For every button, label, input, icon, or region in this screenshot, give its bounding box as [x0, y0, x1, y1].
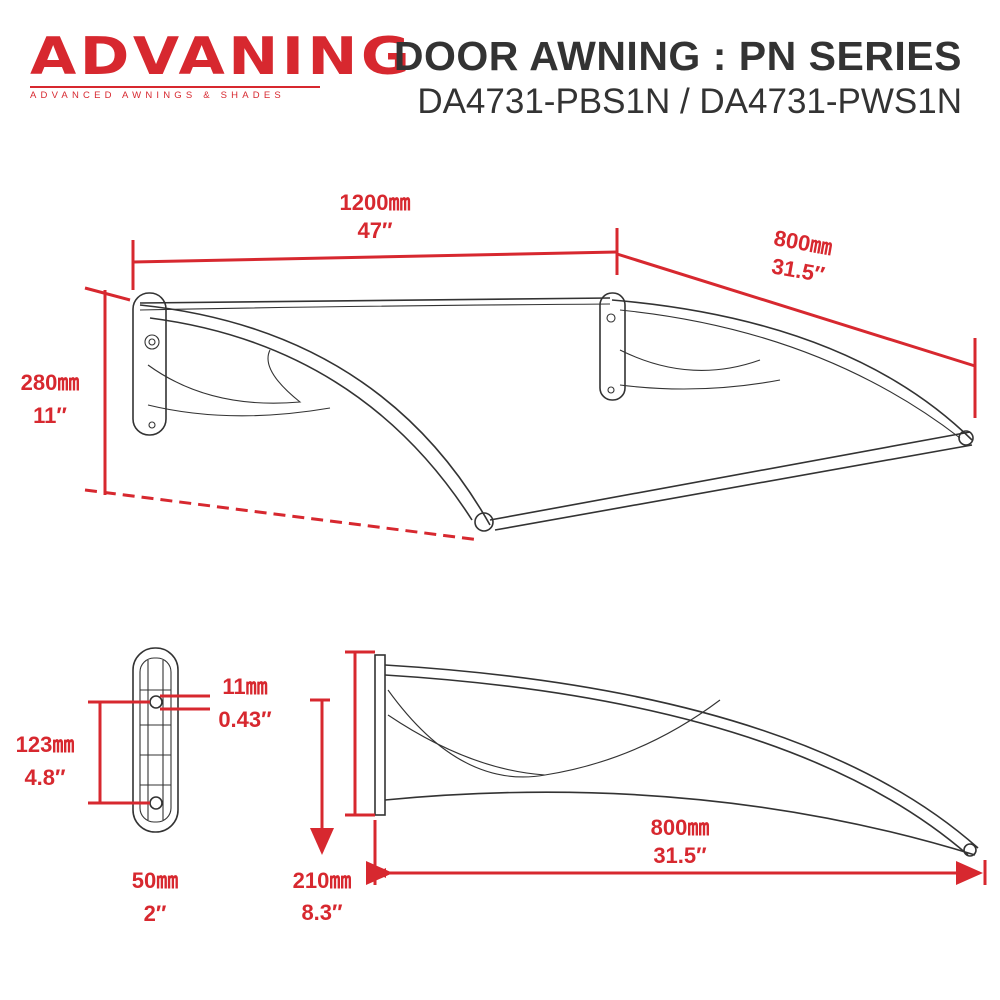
- bracket-height-metric-label: 210㎜: [293, 868, 352, 893]
- projection-side-imperial-label: 31.5″: [653, 843, 707, 868]
- hole-diameter-imperial-label: 0.43″: [218, 707, 272, 732]
- top-rail: [139, 297, 611, 304]
- left-wall-plate: [132, 292, 167, 436]
- right-arm: [611, 299, 973, 441]
- hole-spacing-dimension: 123㎜ 4.8″: [16, 700, 150, 805]
- bracket-height-dimension: 210㎜ 8.3″: [293, 650, 375, 925]
- wall-plate-front-view: [132, 647, 179, 833]
- hole-spacing-imperial-label: 4.8″: [24, 765, 66, 790]
- hole-diameter-metric-label: 11㎜: [222, 674, 267, 699]
- height-imperial-label: 11″: [33, 403, 67, 428]
- logo-divider: [30, 86, 320, 88]
- bracket-width-dimension: 50㎜ 2″: [132, 868, 178, 926]
- projection-top-imperial-label: 31.5″: [770, 253, 827, 287]
- header: DOOR AWNING : PN SERIES DA4731-PBS1N / D…: [394, 32, 962, 124]
- width-dimension: 1200㎜ 47″: [131, 190, 619, 290]
- logo-wordmark: ADVANING: [30, 27, 414, 87]
- model-numbers: DA4731-PBS1N / DA4731-PWS1N: [417, 82, 962, 121]
- brand-logo: ADVANING ADVANCED AWNINGS & SHADES: [30, 31, 410, 101]
- right-wall-plate: [599, 292, 626, 401]
- bracket-width-imperial-label: 2″: [144, 901, 167, 926]
- logo-tagline: ADVANCED AWNINGS & SHADES: [30, 90, 285, 101]
- hole-diameter-dimension: 11㎜ 0.43″: [160, 674, 272, 732]
- front-bar: [489, 431, 971, 521]
- bracket-width-metric-label: 50㎜: [132, 868, 178, 893]
- width-imperial-label: 47″: [357, 218, 392, 243]
- width-metric-label: 1200㎜: [340, 190, 411, 215]
- left-arm: [139, 304, 491, 526]
- height-dimension: 280㎜ 11″: [21, 286, 481, 542]
- page-title: DOOR AWNING : PN SERIES: [393, 33, 962, 79]
- awning-side-view: [374, 654, 979, 857]
- awning-perspective-drawing: [132, 292, 974, 532]
- projection-side-metric-label: 800㎜: [651, 815, 710, 840]
- height-metric-label: 280㎜: [21, 370, 80, 395]
- hole-spacing-metric-label: 123㎜: [16, 732, 75, 757]
- bracket-height-imperial-label: 8.3″: [301, 900, 343, 925]
- projection-side-dimension: 800㎜ 31.5″: [366, 815, 987, 885]
